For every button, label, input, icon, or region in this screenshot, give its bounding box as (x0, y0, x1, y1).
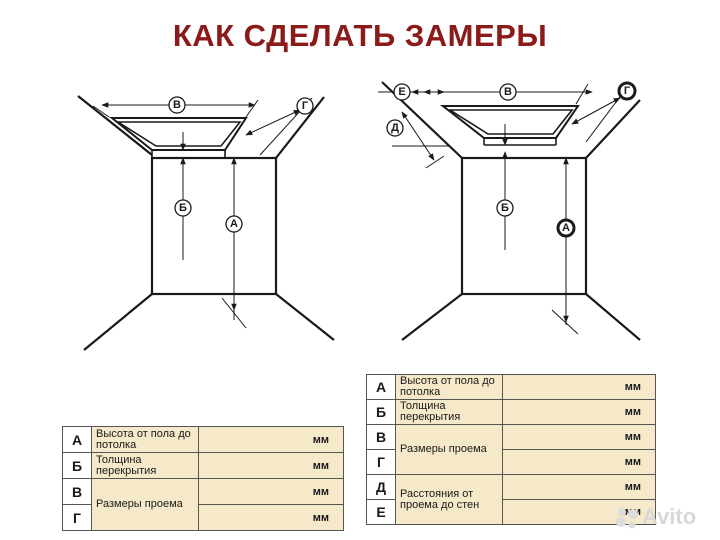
row-key: Г (366, 449, 396, 475)
row-unit: мм (198, 504, 344, 531)
right-label-v: В (499, 83, 517, 101)
table-row: В Размеры проема мм (366, 424, 656, 475)
row-unit: мм (198, 426, 344, 453)
svg-text:Г: Г (302, 100, 309, 112)
row-description: Размеры проема (395, 424, 503, 475)
table-row: Б Толщина перекрытия мм (62, 452, 344, 479)
svg-text:Е: Е (398, 86, 405, 98)
avito-watermark: Avito (614, 500, 718, 534)
row-description: Высота от пола до потолка (395, 374, 503, 400)
row-unit: мм (502, 374, 656, 400)
left-label-v: В (168, 96, 186, 114)
page-title: КАК СДЕЛАТЬ ЗАМЕРЫ (172, 18, 548, 53)
row-description: Толщина перекрытия (91, 452, 199, 479)
row-key: В (366, 424, 396, 450)
watermark-text: Avito (642, 504, 697, 529)
left-label-b: Б (174, 199, 192, 217)
svg-text:Д: Д (391, 122, 399, 134)
svg-text:А: А (230, 218, 238, 230)
svg-text:А: А (562, 222, 570, 234)
table-row: Д Расстояния от проема до стен мм (366, 474, 656, 525)
table-row: А Высота от пола до потолка мм (62, 426, 344, 453)
row-key: Е (366, 499, 396, 525)
row-key: Б (366, 399, 396, 425)
row-key: Д (366, 474, 396, 500)
row-description: Высота от пола до потолка (91, 426, 199, 453)
row-unit: мм (502, 474, 656, 500)
row-unit: мм (198, 452, 344, 479)
row-key: Б (62, 452, 92, 479)
right-label-d: Д (386, 119, 404, 137)
table-row: Г мм (366, 449, 656, 475)
table-row: В Размеры проема мм (62, 478, 344, 531)
table-row: Б Толщина перекрытия мм (366, 399, 656, 425)
svg-text:Б: Б (501, 202, 509, 214)
row-unit: мм (502, 424, 656, 450)
row-key: Г (62, 504, 92, 531)
right-label-a: А (556, 218, 576, 238)
right-label-b: Б (496, 199, 514, 217)
avito-logo-icon (616, 508, 638, 529)
left-label-a: А (225, 215, 243, 233)
table-row: Г мм (62, 504, 344, 531)
svg-text:В: В (504, 86, 512, 98)
row-description: Толщина перекрытия (395, 399, 503, 425)
svg-text:В: В (173, 99, 181, 111)
row-unit: мм (502, 399, 656, 425)
svg-text:Б: Б (179, 202, 187, 214)
left-room-diagram: В Г Б А (77, 95, 335, 351)
row-unit: мм (502, 449, 656, 475)
row-description: Расстояния от проема до стен (395, 474, 503, 525)
row-description: Размеры проема (91, 478, 199, 531)
left-label-g: Г (296, 97, 314, 115)
row-key: А (62, 426, 92, 453)
right-label-e: Е (393, 83, 411, 101)
right-room-diagram: Е В Г Д Б А (378, 81, 641, 341)
measurement-table-left: А Высота от пола до потолка мм Б Толщина… (62, 426, 344, 531)
row-key: А (366, 374, 396, 400)
svg-text:Г: Г (624, 85, 631, 97)
row-key: В (62, 478, 92, 505)
measurement-table-right: А Высота от пола до потолка мм Б Толщина… (366, 374, 656, 525)
table-row: А Высота от пола до потолка мм (366, 374, 656, 400)
row-unit: мм (198, 478, 344, 505)
right-label-g: Г (617, 81, 637, 101)
